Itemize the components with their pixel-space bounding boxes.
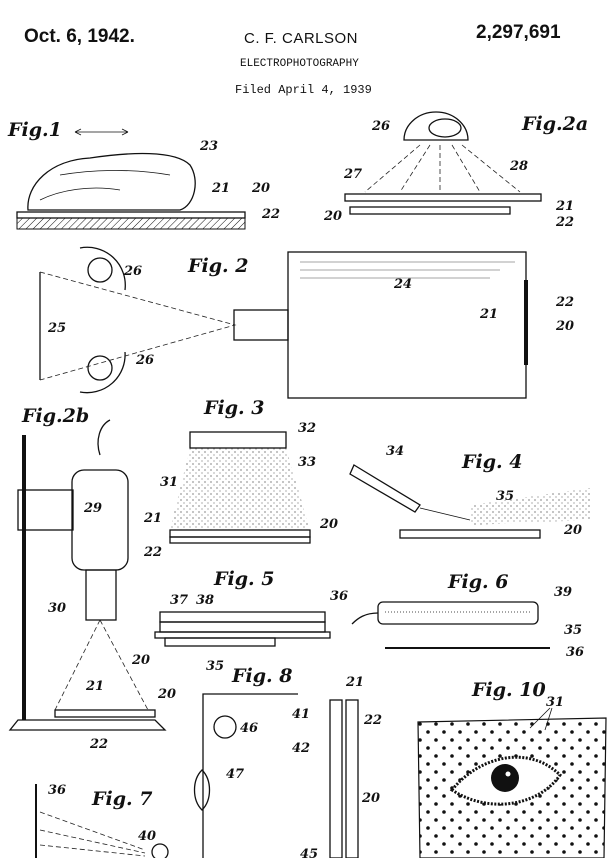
ref-numeral: 22 [143,545,162,560]
ref-numeral: 20 [157,687,176,702]
figure-label: Fig. 10 [471,679,546,701]
ref-numeral: 30 [48,601,66,616]
figure-6: Fig. 6 39 35 36 [351,571,584,660]
patent-title: ELECTROPHOTOGRAPHY [240,58,359,70]
ref-numeral: 21 [85,679,104,694]
ref-numeral: 38 [196,593,214,608]
ref-numeral: 20 [563,523,582,538]
ref-numeral: 42 [292,741,310,756]
spray-nozzle [349,464,421,513]
lamp-bulb-icon [87,257,113,283]
ref-numeral: 32 [298,421,316,436]
lamp-reflector [79,246,126,291]
ref-numeral: 45 [300,847,318,858]
ref-numeral: 22 [555,215,574,230]
figure-4: Fig. 4 34 35 20 [349,444,590,539]
figure-label: Fig. 4 [461,451,522,473]
ref-numeral: 41 [292,707,310,722]
ref-numeral: 26 [135,353,154,368]
figure-label: Fig. 2 [187,255,248,277]
heater-39 [377,601,539,625]
figure-label: Fig.1 [7,119,62,141]
figure-2b: Fig.2b 29 30 21 20 22 [8,405,176,752]
ref-numeral: 25 [47,321,66,336]
lamp-bulb-icon [428,118,462,138]
ref-numeral: 21 [479,307,498,322]
ref-numeral: 22 [89,737,108,752]
ref-numeral: 36 [330,589,348,604]
ref-numeral: 26 [371,119,390,134]
ref-numeral: 35 [564,623,582,638]
ref-numeral: 24 [393,277,412,292]
ref-numeral: 31 [546,695,564,710]
ref-numeral: 47 [226,767,244,782]
ref-numeral: 39 [554,585,572,600]
figure-2a: Fig.2a 26 27 28 21 20 22 [323,111,588,230]
patent-number: 2,297,691 [476,22,561,43]
ref-numeral: 20 [319,517,338,532]
figure-10: Fig. 10 31 [417,679,607,858]
lamp-bulb-icon [87,355,113,381]
camera-box [287,251,527,399]
figure-8: Fig. 8 46 47 45 41 42 21 22 20 [193,665,382,858]
ref-numeral: 28 [509,159,528,174]
filing-date: Filed April 4, 1939 [235,83,372,97]
ref-numeral: 22 [555,295,574,310]
figure-1: Fig.1 23 21 20 22 [7,119,280,230]
figure-label: Fig. 8 [231,665,292,687]
ref-numeral: 20 [131,653,150,668]
ref-numeral: 20 [251,181,270,196]
lamp-bulb-icon [213,715,237,739]
ref-numeral: 26 [123,264,142,279]
ref-numeral: 27 [343,167,362,182]
figure-label: Fig. 6 [447,571,508,593]
ref-numeral: 36 [48,783,66,798]
figure-label: Fig. 3 [203,397,264,419]
ref-numeral: 23 [199,139,218,154]
ref-numeral: 20 [361,791,380,806]
figure-label: Fig. 7 [91,788,152,810]
double-arrow-icon [74,128,129,136]
projector-29 [71,469,129,571]
inventor-name: C. F. CARLSON [244,30,359,47]
object-23 [27,152,196,211]
ref-numeral: 35 [206,659,224,674]
lens-47 [193,769,211,811]
lamp-reflector [403,111,469,141]
ref-numeral: 36 [566,645,584,660]
figure-label: Fig. 5 [213,568,274,590]
figure-label: Fig.2b [21,405,89,427]
ref-numeral: 21 [555,199,574,214]
ref-numeral: 21 [211,181,230,196]
ref-numeral: 22 [363,713,382,728]
figure-7: Fig. 7 36 40 [35,783,169,858]
ref-numeral: 29 [83,501,102,516]
ref-numeral: 21 [345,675,364,690]
patent-date: Oct. 6, 1942. [24,26,135,47]
ref-numeral: 34 [386,444,404,459]
ref-numeral: 35 [496,489,514,504]
figure-3: Fig. 3 32 33 31 21 20 22 [143,397,338,560]
figure-5: Fig. 5 37 38 36 20 35 [131,568,348,674]
figure-2: Fig. 2 26 24 25 26 21 22 20 [39,246,574,399]
ref-numeral: 33 [298,455,316,470]
ref-numeral: 37 [170,593,188,608]
ref-numeral: 46 [240,721,258,736]
ref-numeral: 20 [555,319,574,334]
ref-numeral: 20 [323,209,342,224]
ref-numeral: 31 [160,475,178,490]
lens [233,309,289,341]
ref-numeral: 21 [143,511,162,526]
ref-numeral: 40 [138,829,156,844]
figure-label: Fig.2a [521,113,588,135]
ref-numeral: 22 [261,207,280,222]
